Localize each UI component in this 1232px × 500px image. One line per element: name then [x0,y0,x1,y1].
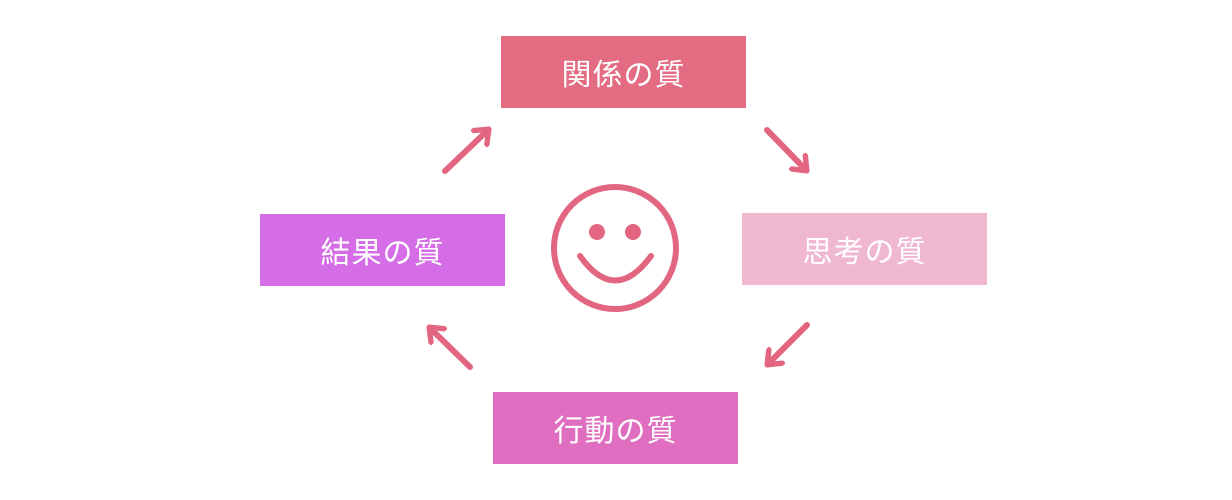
result-quality-box: 結果の質 [260,214,505,286]
box-label: 思考の質 [802,235,927,270]
relationship-quality-box: 関係の質 [501,36,746,108]
arrow-top-to-right [764,127,806,170]
arrow-left-to-top [442,130,488,174]
thinking-quality-box: 思考の質 [742,213,987,285]
smiley-face-icon [551,184,679,312]
box-label: 結果の質 [320,236,445,271]
box-label: 行動の質 [553,414,678,449]
arrow-right-to-bottom [768,322,810,364]
action-quality-box: 行動の質 [493,392,738,464]
arrow-bottom-to-left [430,328,473,370]
box-label: 関係の質 [561,58,686,93]
